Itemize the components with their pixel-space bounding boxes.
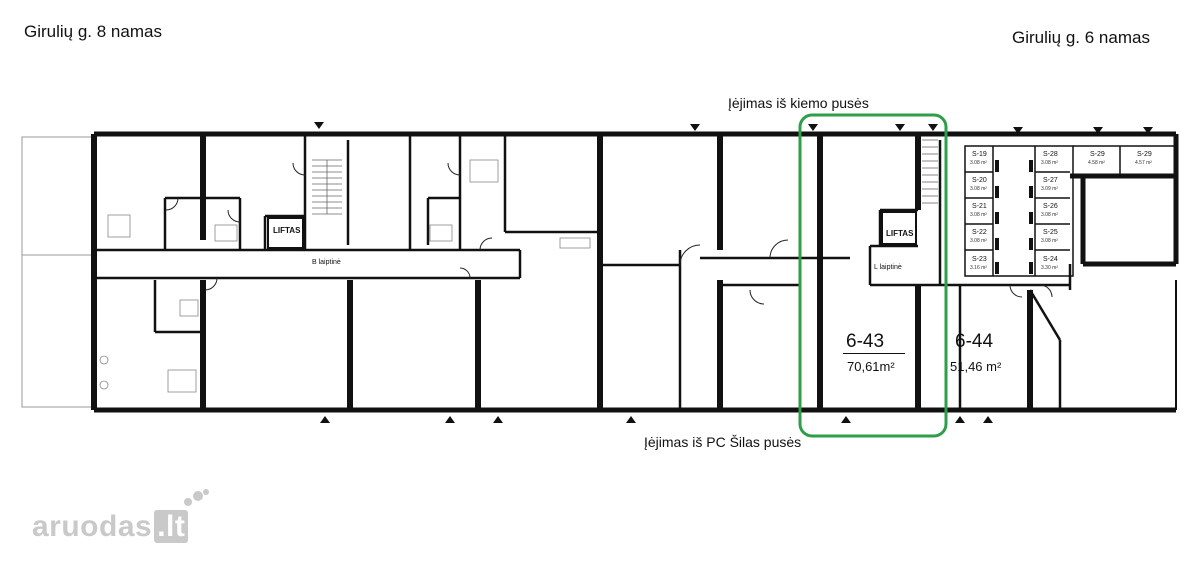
outer-walls	[91, 131, 1179, 413]
staircase-right	[922, 139, 938, 204]
storage-id: S-29	[1090, 151, 1105, 158]
storage-area: 3.08 m²	[970, 160, 987, 166]
stairwell-label-left: B laiptinė	[312, 259, 341, 266]
storage-id: S-29	[1137, 151, 1152, 158]
entrance-arrow-top	[1143, 127, 1153, 134]
cloud-logo-icon	[184, 489, 209, 506]
storage-id: S-21	[972, 203, 987, 210]
storage-id: S-23	[972, 256, 987, 263]
watermark-logo: aruodas.lt	[32, 510, 189, 544]
building-label-left: Girulių g. 8 namas	[24, 22, 162, 41]
storage-id: S-25	[1043, 229, 1058, 236]
unit-6-44-area: 51,46 m²	[950, 359, 1002, 374]
storage-area: 3.08 m²	[970, 212, 987, 218]
storage-block	[964, 145, 1176, 277]
unit-6-44-number[interactable]: 6-44	[955, 331, 994, 352]
lift-label-right: LIFTAS	[886, 229, 914, 238]
entrance-arrow-top	[314, 122, 324, 129]
stairwell-label-right: L laiptinė	[874, 264, 902, 271]
entrance-label-bottom: Įėjimas iš PC Šilas pusės	[644, 434, 802, 450]
storage-id: S-26	[1043, 203, 1058, 210]
storage-id: S-19	[972, 151, 987, 158]
storage-id: S-27	[1043, 177, 1058, 184]
entrance-arrow-top	[1093, 127, 1103, 134]
unit-highlight-frame	[798, 113, 948, 438]
lift-shafts	[267, 211, 917, 249]
unit-6-43-number[interactable]: 6-43	[846, 331, 885, 352]
unit-6-43-underline	[843, 353, 905, 354]
entrance-arrow-bottom	[626, 416, 636, 423]
building-label-right: Girulių g. 6 namas	[1012, 28, 1150, 47]
storage-area: 3.08 m²	[1041, 212, 1058, 218]
entrance-arrow-top	[808, 124, 818, 131]
staircase-left	[312, 159, 342, 215]
fixtures	[99, 159, 591, 393]
storage-id: S-20	[972, 177, 987, 184]
storage-id: S-22	[972, 229, 987, 236]
entrance-arrow-top	[690, 124, 700, 131]
entrance-arrow-bottom	[320, 416, 330, 423]
entrance-arrow-top	[928, 124, 938, 131]
watermark-suffix: .lt	[154, 510, 189, 543]
entrance-arrow-bottom	[955, 416, 965, 423]
storage-area: 3.08 m²	[970, 238, 987, 244]
storage-area: 3.08 m²	[970, 186, 987, 192]
door-swings	[165, 162, 1053, 305]
storage-area: 3.08 m²	[1041, 238, 1058, 244]
entrance-label-top: Įėjimas iš kiemo pusės	[728, 95, 869, 111]
structural-walls	[200, 134, 1033, 410]
watermark-brand: aruodas	[32, 510, 153, 543]
lift-label-left: LIFTAS	[273, 226, 301, 235]
unit-6-43-area: 70,61m²	[847, 359, 895, 374]
storage-area: 3.16 m²	[970, 265, 987, 271]
entrance-arrow-top	[895, 124, 905, 131]
storage-area: 3.09 m²	[1041, 186, 1058, 192]
terrace	[21, 136, 95, 408]
storage-area: 3.08 m²	[1041, 160, 1058, 166]
storage-id: S-24	[1043, 256, 1058, 263]
entrance-markers	[314, 122, 1153, 423]
entrance-arrow-top	[1013, 127, 1023, 134]
interior-walls	[94, 134, 1072, 410]
entrance-arrow-bottom	[445, 416, 455, 423]
storage-area: 4.58 m²	[1088, 160, 1105, 166]
entrance-arrow-bottom	[841, 416, 851, 423]
storage-area: 4.57 m²	[1135, 160, 1152, 166]
entrance-arrow-bottom	[983, 416, 993, 423]
entrance-arrow-bottom	[493, 416, 503, 423]
storage-area: 3.30 m²	[1041, 265, 1058, 271]
storage-id: S-28	[1043, 151, 1058, 158]
